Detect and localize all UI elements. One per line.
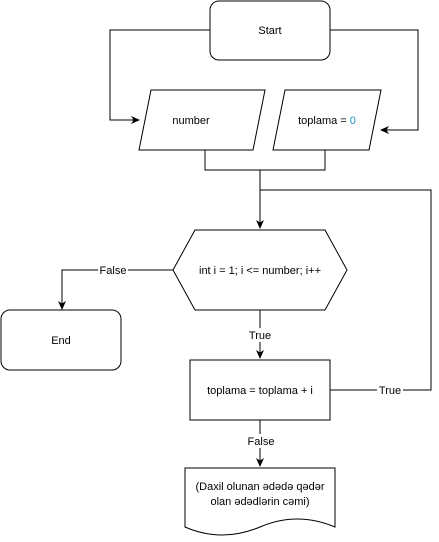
- edge-start-to-number: [109, 29, 210, 124]
- edge-toplama-merge: [260, 150, 326, 171]
- edge-label-cond-to-process: True: [248, 328, 272, 342]
- svg-text:False: False: [100, 265, 127, 277]
- input-number-label: number: [172, 115, 210, 127]
- svg-text:True: True: [249, 330, 271, 342]
- edge-number-merge: [204, 150, 260, 171]
- svg-text:False: False: [248, 436, 275, 448]
- process-label: toplama = toplama + i: [207, 385, 313, 397]
- input-toplama-value: 0: [350, 115, 356, 127]
- output-document-line1: (Daxil olunan ədədə qədər: [195, 481, 324, 493]
- edge-condition-to-end: [58, 269, 173, 310]
- end-label: End: [51, 335, 71, 347]
- input-number-node[interactable]: number: [138, 89, 266, 151]
- process-node[interactable]: toplama = toplama + i: [189, 359, 331, 421]
- loop-condition-label: int i = 1; i <= number; i++: [199, 265, 321, 277]
- input-toplama-label: toplama = 0: [298, 115, 356, 127]
- edge-start-to-toplama: [330, 29, 419, 134]
- start-label: Start: [258, 25, 281, 37]
- svg-text:True: True: [379, 385, 401, 397]
- edge-label-process-to-output: False: [246, 434, 276, 448]
- end-node[interactable]: End: [0, 309, 122, 371]
- input-toplama-node[interactable]: toplama = 0: [272, 89, 382, 151]
- output-document-node[interactable]: (Daxil olunan ədədə qədər olan ədədlərin…: [184, 467, 336, 536]
- edge-label-process-loop-back: True: [377, 383, 403, 397]
- start-node[interactable]: Start: [209, 0, 331, 61]
- edge-label-cond-to-end: False: [98, 263, 128, 277]
- output-document-line2: olan ədədlərin cəmi): [210, 496, 309, 508]
- loop-condition-node[interactable]: int i = 1; i <= number; i++: [172, 229, 348, 311]
